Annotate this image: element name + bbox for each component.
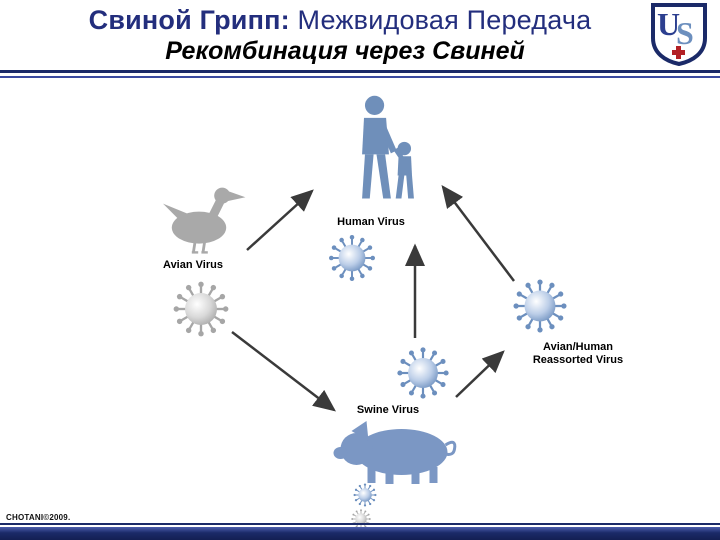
footer-bar: [0, 527, 720, 540]
logo-letter-u: U: [657, 6, 680, 42]
arrow-avian-virus-to-pig: [231, 331, 336, 412]
shield-icon: U S: [651, 3, 707, 67]
page-subtitle: Рекомбинация через Свиней: [165, 37, 525, 65]
arrow-reassorted-to-human: [441, 185, 515, 282]
arrow-duck-to-human: [246, 189, 314, 251]
arrow-pig-to-reassorted: [455, 350, 505, 398]
swine-virus-icon: [394, 344, 452, 402]
reassorted-virus-label: Avian/Human Reassorted Virus: [512, 341, 644, 367]
swine-virus-label: Swine Virus: [356, 404, 420, 416]
logo-letter-s: S: [676, 15, 694, 51]
duck-icon: [163, 178, 247, 254]
title-secondary: Межвидовая Передача: [289, 5, 592, 35]
page-title: Свиной Грипп: Межвидовая Передача: [0, 5, 680, 36]
human-virus-label: Human Virus: [337, 216, 405, 228]
human-adult-child-icon: [340, 94, 436, 206]
title-main: Свиной Грипп:: [88, 5, 290, 35]
small-virus-icon-1: [352, 482, 378, 508]
avian-virus-label: Avian Virus: [163, 259, 223, 271]
reassorted-virus-icon: [510, 276, 570, 336]
header-divider-thin: [0, 76, 720, 78]
header-divider-thick: [0, 70, 720, 73]
avian-virus-icon: [170, 278, 232, 340]
credit-text: CHOTANI©2009.: [6, 513, 71, 522]
pig-icon: [333, 419, 459, 485]
human-virus-icon: [326, 232, 378, 284]
reassorted-virus-label-line1: Avian/Human: [543, 341, 613, 353]
reassorted-virus-label-line2: Reassorted Virus: [532, 354, 624, 366]
footer-divider: [0, 523, 720, 525]
university-shield-logo: U S: [650, 2, 708, 67]
